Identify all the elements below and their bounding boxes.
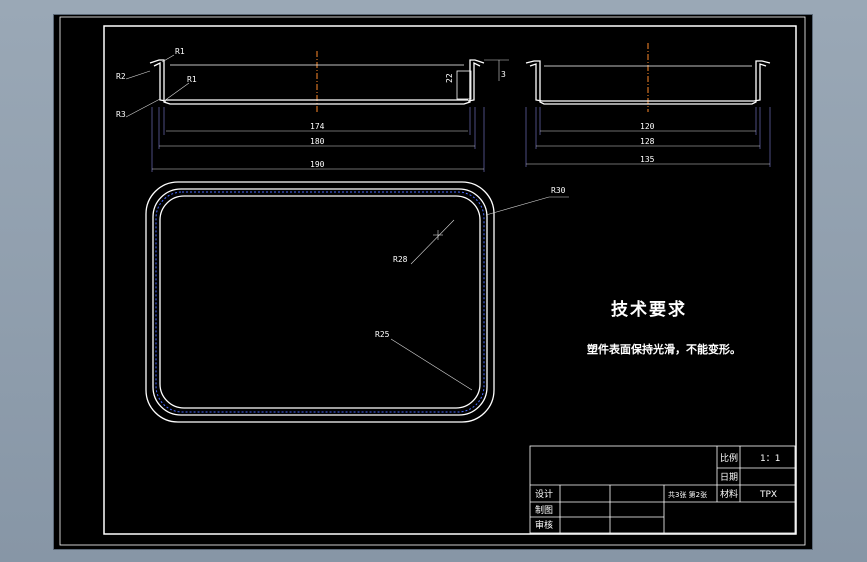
design-label: 设计 xyxy=(535,488,553,500)
sheet-info: 共3张 第2张 xyxy=(668,490,707,499)
review-label: 审核 xyxy=(535,519,553,531)
dim-120: 120 xyxy=(640,122,655,131)
title-block: 比例 1：1 日期 设计 制图 审核 共3张 第2张 材料 TPX xyxy=(529,445,796,534)
dim-180: 180 xyxy=(310,137,325,146)
date-label: 日期 xyxy=(720,472,738,483)
requirements-body: 塑件表面保持光滑，不能变形。 xyxy=(587,342,741,356)
radius-label-r28: R28 xyxy=(393,255,408,264)
radius-label-r2: R2 xyxy=(116,72,126,81)
tray-outline-inner xyxy=(159,195,481,409)
radius-label-r25: R25 xyxy=(375,330,390,339)
top-view: R30 R28 R25 xyxy=(145,181,569,423)
dim-174: 174 xyxy=(310,122,325,131)
cad-viewport[interactable]: R1 R2 R1 R3 174 180 190 22 3 120 128 135 xyxy=(54,15,812,549)
dim-128: 128 xyxy=(640,137,655,146)
tray-outline-rim xyxy=(152,188,488,416)
rim-detail xyxy=(456,70,472,100)
material-label: 材料 xyxy=(720,488,738,500)
radius-label-r1-top: R1 xyxy=(175,47,185,56)
scale-value: 1：1 xyxy=(760,454,780,464)
tray-outer-profile xyxy=(149,59,485,105)
leader-r30 xyxy=(485,196,550,216)
sheet-edge xyxy=(59,16,806,546)
section-view: R1 R2 R1 R3 174 180 190 22 3 xyxy=(116,47,509,172)
technical-requirements: 技术要求 塑件表面保持光滑，不能变形。 xyxy=(587,299,741,356)
material-value: TPX xyxy=(759,490,777,500)
leader-r28 xyxy=(410,219,455,265)
radius-label-r30: R30 xyxy=(551,186,566,195)
radius-label-r3: R3 xyxy=(116,110,126,119)
side-inner-profile xyxy=(529,63,767,102)
scale-label: 比例 xyxy=(720,452,738,464)
tray-hidden-line xyxy=(155,191,485,413)
side-view: 120 128 135 xyxy=(525,43,771,167)
tray-outline-outer xyxy=(145,181,495,423)
radius-label-r1-bottom: R1 xyxy=(187,75,197,84)
requirements-title: 技术要求 xyxy=(611,299,687,320)
tray-right-wall xyxy=(467,61,481,102)
dim-3: 3 xyxy=(501,70,506,79)
drafting-label: 制图 xyxy=(535,504,553,516)
cad-drawing: R1 R2 R1 R3 174 180 190 22 3 120 128 135 xyxy=(59,16,806,546)
title-block-frame xyxy=(529,445,796,534)
side-outer-profile xyxy=(525,60,771,105)
leader-r25 xyxy=(390,338,473,391)
dim-22: 22 xyxy=(445,73,454,83)
dim-190: 190 xyxy=(310,160,325,169)
dim-135: 135 xyxy=(640,155,655,164)
drawing-border xyxy=(103,25,797,535)
tray-left-wall xyxy=(153,61,167,102)
